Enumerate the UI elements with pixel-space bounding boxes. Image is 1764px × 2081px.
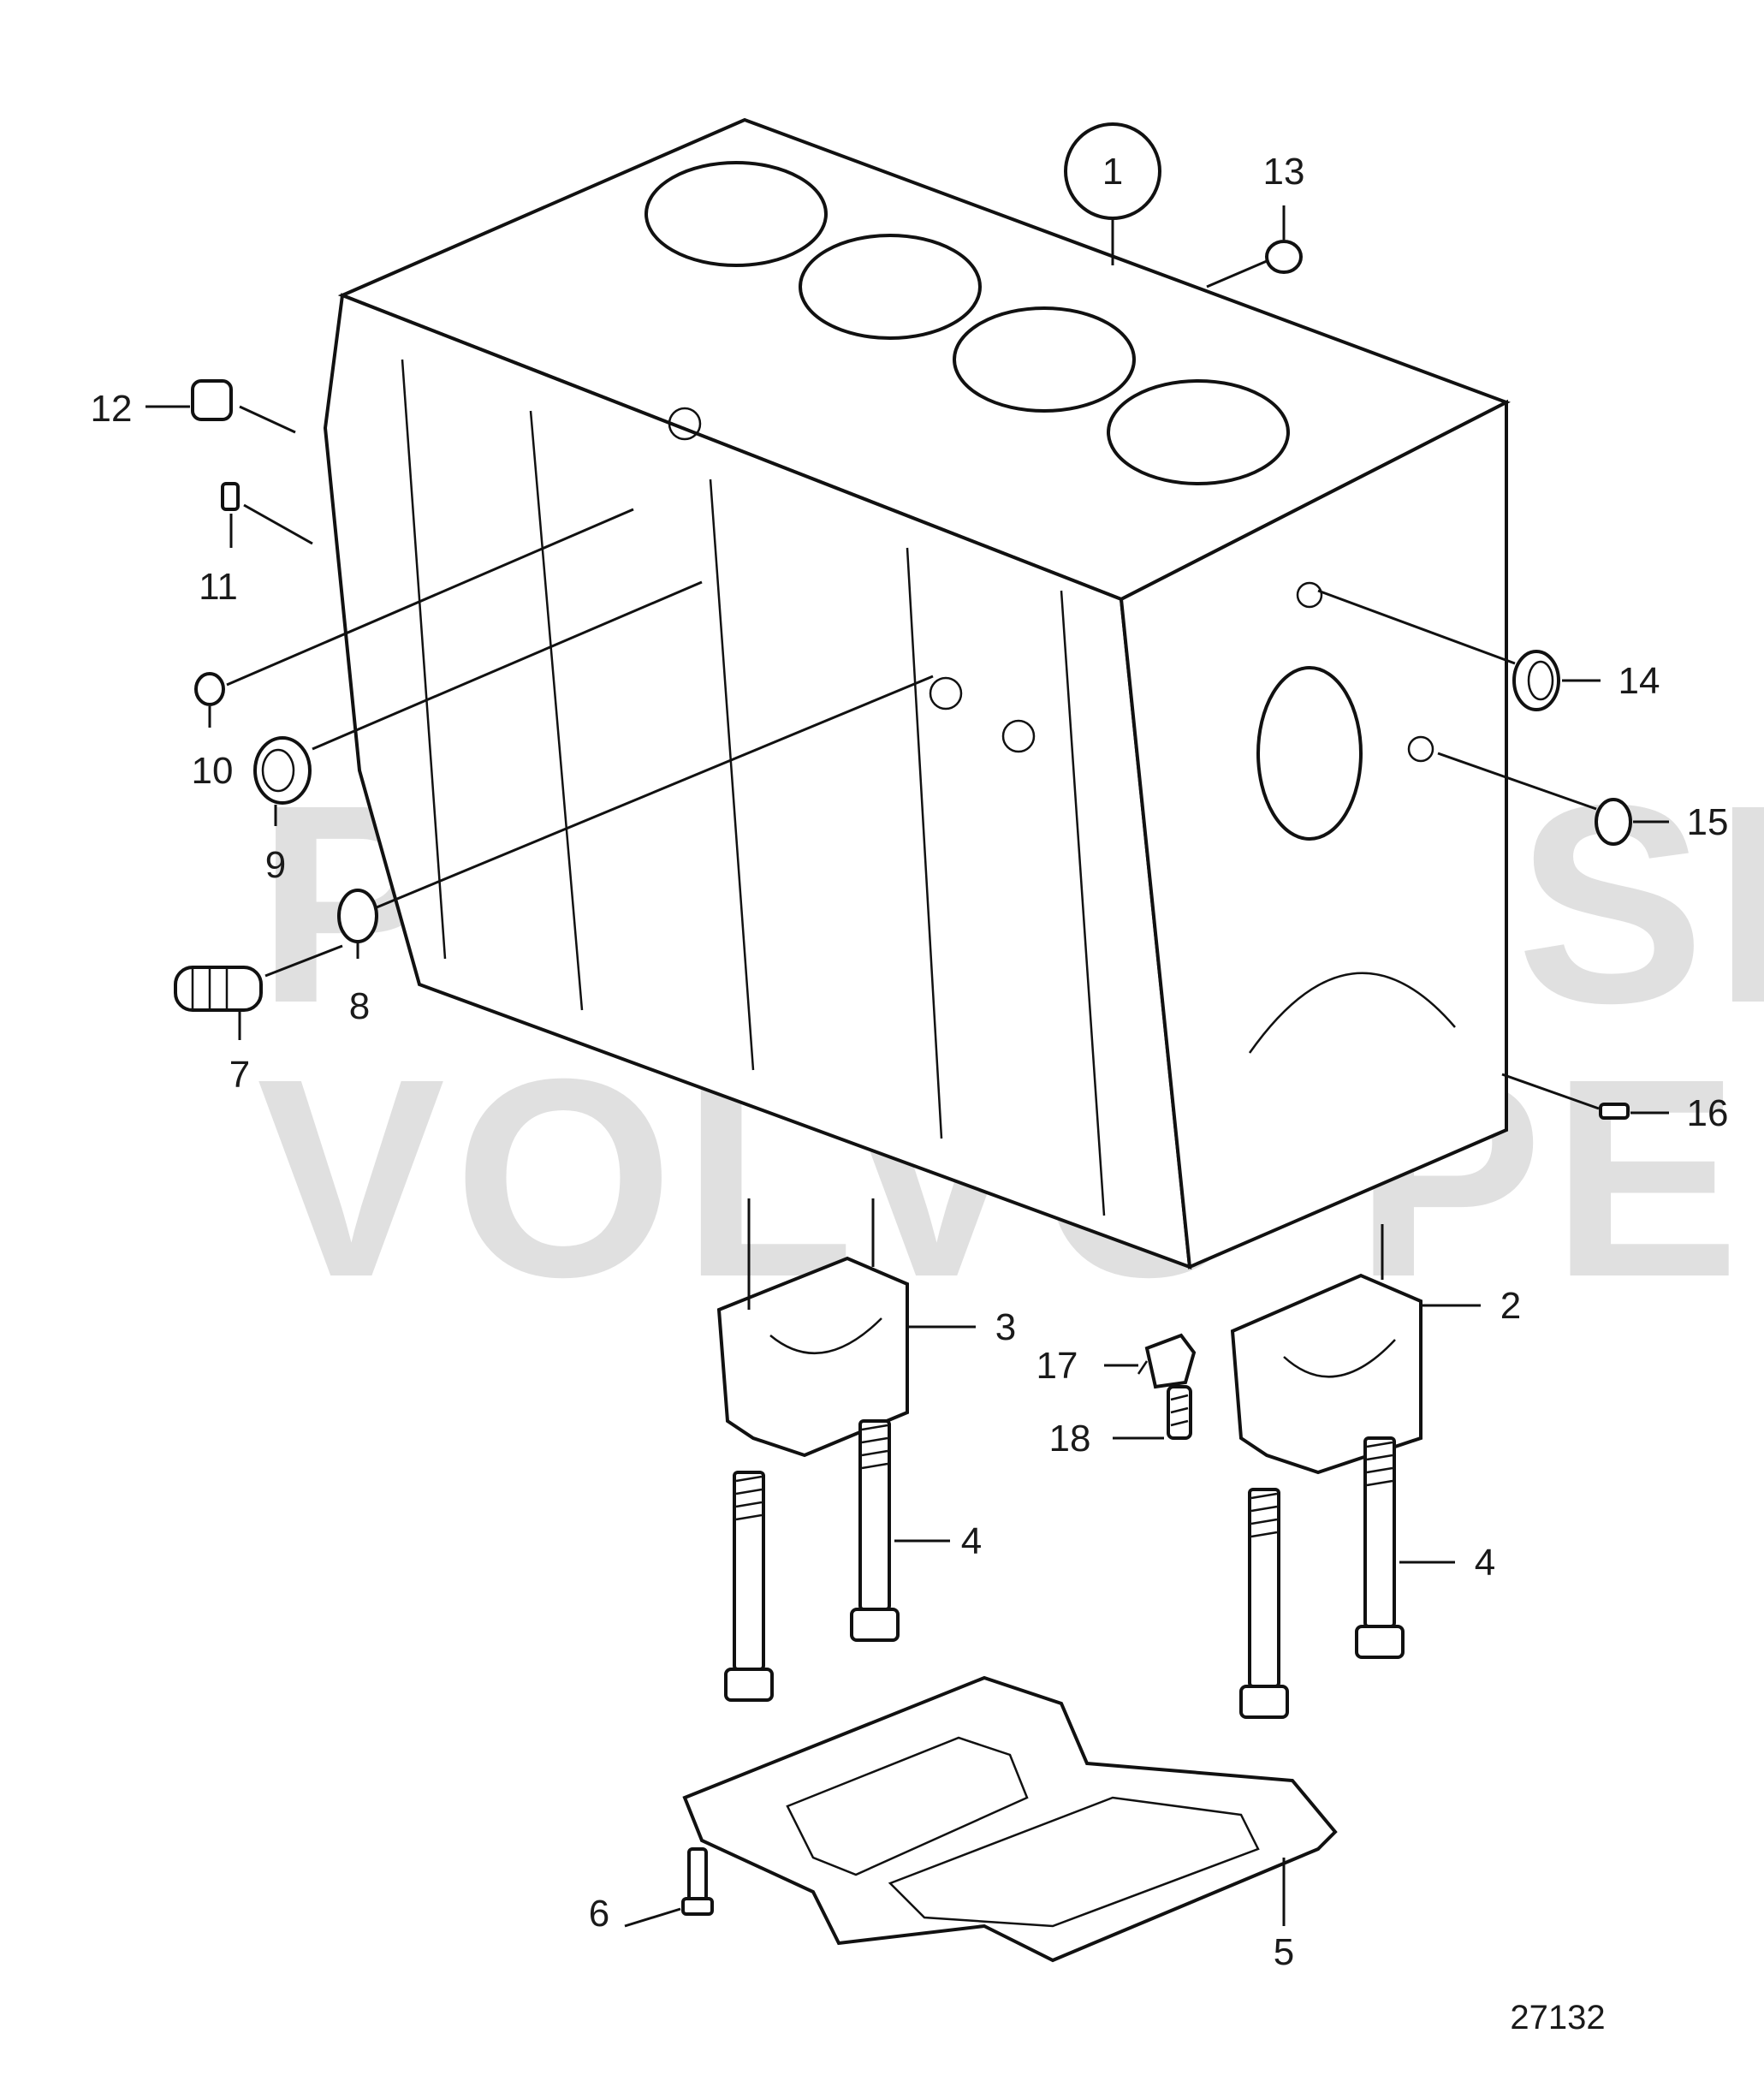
bolt-4-left-a-thread [735, 1475, 763, 1521]
plate-5-window-a [786, 1736, 1029, 1876]
callout-12: 12 [91, 388, 133, 430]
callout-5: 5 [1274, 1931, 1294, 1973]
part-16-pin: 16 [1501, 1073, 1729, 1134]
bolt-4-left-b [858, 1419, 891, 1611]
part-12-plug: 12 [91, 379, 296, 434]
nozzle-17 [1144, 1333, 1197, 1389]
part-3-bearing-cap: 3 [716, 1198, 1016, 1458]
block-ribs [401, 359, 1106, 1216]
bearing-cap-2-arc [1283, 1339, 1396, 1378]
callout-18: 18 [1049, 1418, 1091, 1460]
cylinder-bore-1 [644, 161, 828, 267]
part-9-seal: 9 [253, 580, 703, 886]
part-7-nipple: 7 [174, 944, 343, 1096]
part-17-nozzle: 17 [1036, 1333, 1197, 1389]
part-8-washer: 8 [337, 675, 934, 1027]
leader-13 [1206, 259, 1268, 288]
part-5-plate: 5 [682, 1675, 1338, 1973]
callout-3: 3 [995, 1306, 1016, 1348]
leader-15 [1437, 752, 1597, 811]
block-hole-c [1001, 719, 1036, 753]
callout-2: 2 [1500, 1285, 1521, 1327]
cylinder-bore-3 [953, 306, 1136, 413]
screw-6 [687, 1847, 708, 1902]
bolt-4-right-a-thread [1250, 1492, 1278, 1538]
part-10-plug: 10 [192, 508, 634, 792]
part-13-plug: 13 [1206, 151, 1305, 288]
plug-12 [191, 379, 233, 421]
pin-16 [1599, 1103, 1630, 1120]
leader-8 [376, 675, 934, 909]
figure-number: 27132 [1510, 1999, 1605, 2036]
seal-9-inner [261, 748, 295, 793]
nozzle-17-tip [1137, 1360, 1149, 1375]
leader-10 [226, 508, 634, 687]
callout-13: 13 [1263, 151, 1305, 193]
callout-8: 8 [349, 985, 370, 1027]
seal-14-inner [1527, 660, 1554, 701]
plug-13 [1265, 240, 1303, 274]
part-2-bearing-cap: 2 [1230, 1224, 1521, 1475]
nipple-7 [174, 966, 263, 1012]
block-hole-e [1407, 735, 1434, 763]
stiffener-plate-5 [682, 1675, 1338, 1963]
cylinder-bore-2 [799, 234, 982, 340]
screw-6-head [681, 1897, 714, 1916]
plug-10 [194, 672, 225, 706]
callout-14: 14 [1618, 660, 1660, 702]
callout-6: 6 [589, 1893, 609, 1935]
leader-12-right [239, 405, 296, 434]
block-hole-a [668, 407, 702, 441]
washer-8 [337, 889, 378, 943]
part-18-bolt: 18 [1049, 1385, 1192, 1460]
engine-block [323, 117, 1511, 1269]
part-4-bolts-right: 4 [1239, 1436, 1495, 1719]
callout-17: 17 [1036, 1345, 1078, 1387]
part-11-pin: 11 [199, 482, 313, 608]
leader-16 [1501, 1073, 1600, 1110]
block-hole-b [929, 676, 963, 711]
plate-5-window-b [888, 1796, 1260, 1928]
callout-10: 10 [192, 750, 234, 792]
leader-11 [243, 503, 313, 545]
callout-15: 15 [1687, 801, 1729, 843]
bearing-cap-3-arc [769, 1317, 882, 1354]
callout-9: 9 [265, 844, 286, 886]
bearing-cap-3 [716, 1256, 909, 1458]
front-bore-large [1256, 666, 1363, 841]
leader-14 [1317, 589, 1516, 665]
callout-1: 1 [1064, 122, 1161, 265]
leader-9 [312, 580, 703, 751]
nipple-7-ribs [191, 969, 229, 1008]
bolt-4-right-b-head [1355, 1625, 1405, 1659]
pin-11 [221, 482, 240, 511]
part-4-bolts-left: 4 [724, 1419, 982, 1702]
part-15-seal: 15 [1437, 752, 1729, 846]
part-6-screw: 6 [589, 1847, 714, 1935]
bolt-18-thread [1170, 1394, 1189, 1427]
leader-6 [624, 1907, 681, 1928]
leader-7 [264, 944, 343, 978]
bolt-4-right-b-thread [1366, 1441, 1393, 1487]
bolt-4-right-b [1363, 1436, 1396, 1628]
callout-16: 16 [1687, 1092, 1729, 1134]
seal-15 [1595, 798, 1632, 846]
part-14-seal: 14 [1317, 589, 1660, 711]
callout-7: 7 [229, 1054, 250, 1096]
callout-1-label: 1 [1102, 151, 1123, 193]
bolt-4-right-a-head [1239, 1685, 1289, 1719]
cylinder-bore-4 [1107, 379, 1290, 485]
callout-11: 11 [199, 566, 238, 608]
block-hole-d [1296, 581, 1323, 609]
crank-bore-arc [1248, 972, 1456, 1054]
callout-4a: 4 [961, 1520, 982, 1562]
bolt-4-left-a-head [724, 1668, 774, 1702]
callout-4b: 4 [1475, 1542, 1495, 1584]
bolt-4-left-b-thread [861, 1424, 888, 1470]
bolt-4-left-b-head [850, 1608, 900, 1642]
